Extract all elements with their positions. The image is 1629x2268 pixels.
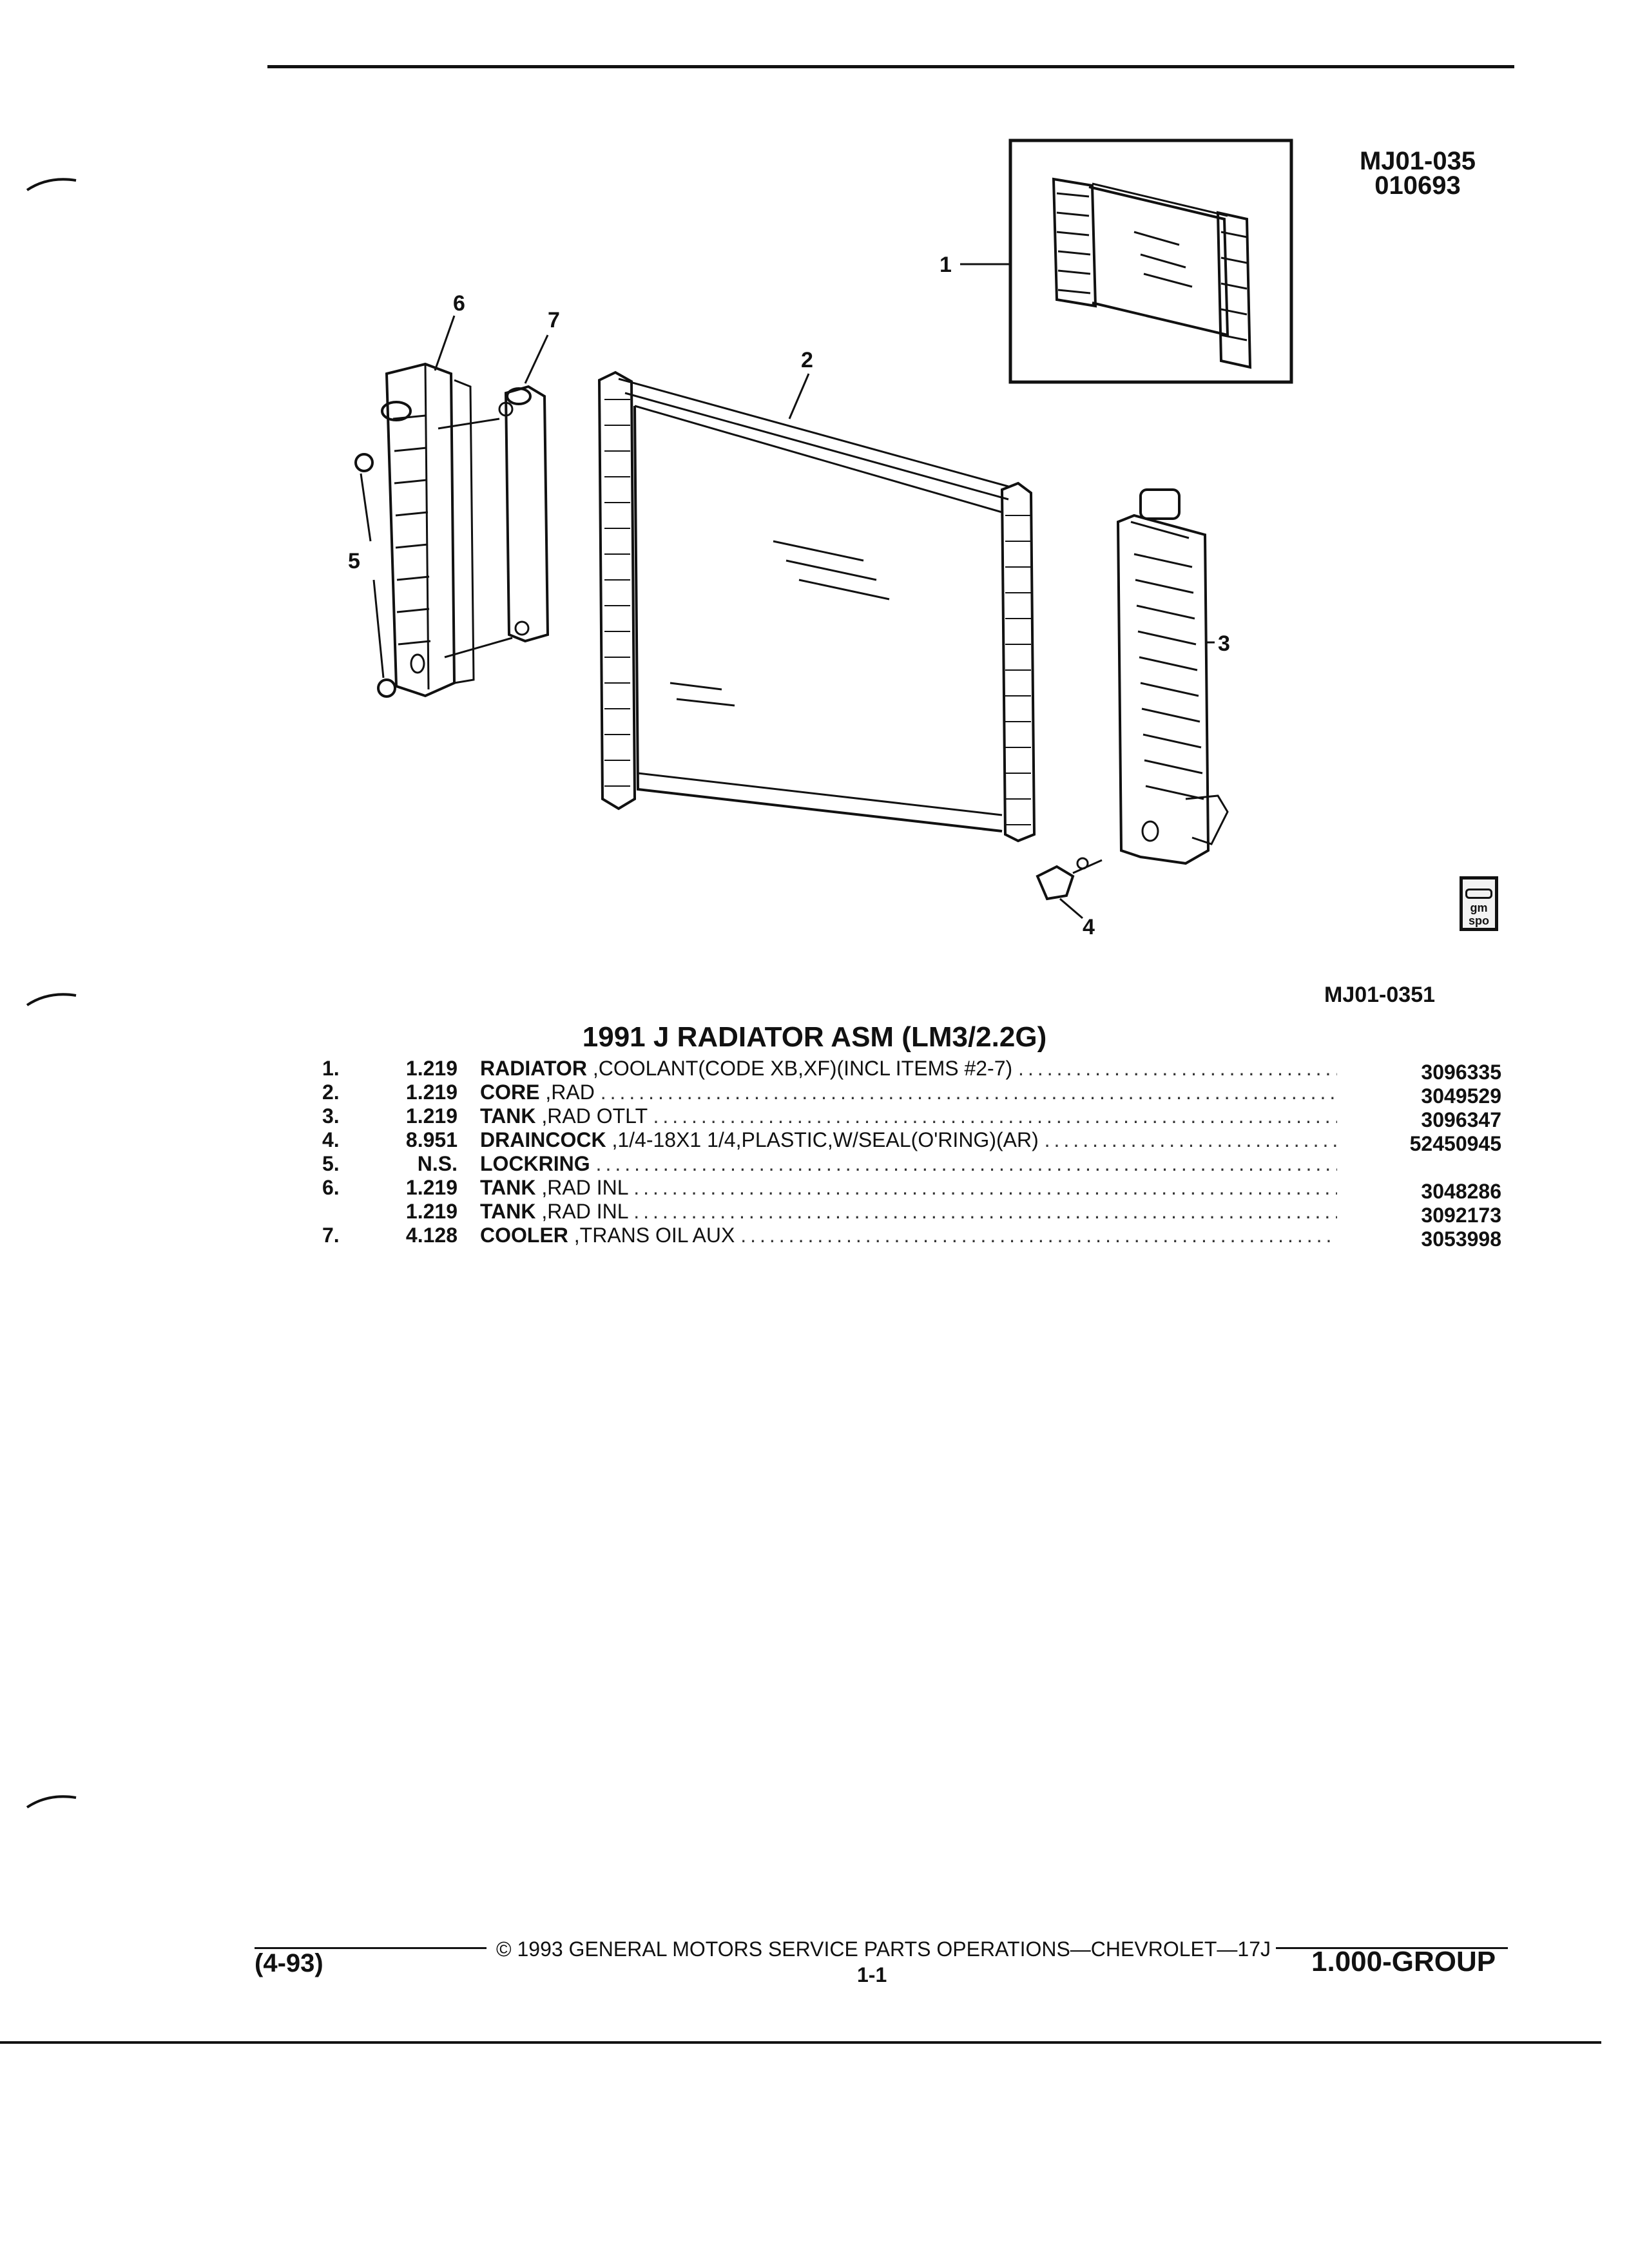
callout-4: 4 <box>1083 915 1095 939</box>
callout-leader-7 <box>524 334 549 384</box>
parts-list: 1. 1.219 RADIATOR ,COOLANT(CODE XB,XF)(I… <box>322 1057 1501 1251</box>
callout-2: 2 <box>801 348 813 372</box>
callout-leader-6 <box>434 315 456 371</box>
inlet-tank <box>385 362 456 698</box>
draincock <box>1036 865 1075 901</box>
ref-code: MJ01-035 <box>1359 147 1476 175</box>
lockring-bottom <box>377 678 396 698</box>
table-row: 5. N.S. LOCKRING .......................… <box>322 1152 1337 1175</box>
margin-mark <box>26 993 77 1006</box>
footer-page-number: 1-1 <box>857 1963 887 1986</box>
margin-mark <box>26 178 77 191</box>
table-row: 3. 1.219 TANK ,RAD OTLT ................… <box>322 1104 1501 1131</box>
callout-3: 3 <box>1218 631 1230 656</box>
table-row: 4. 8.951 DRAINCOCK ,1/4-18X1 1/4,PLASTIC… <box>322 1128 1501 1155</box>
footer-rule-right <box>1276 1947 1508 1949</box>
table-row: 6. 1.219 TANK ,RAD INL .................… <box>322 1176 1501 1203</box>
oil-cooler <box>504 385 550 643</box>
figure-id: MJ01-0351 <box>1324 983 1436 1007</box>
radiator-core <box>597 370 637 811</box>
footer-copyright: © 1993 GENERAL MOTORS SERVICE PARTS OPER… <box>496 1937 1271 1961</box>
table-row: 2. 1.219 CORE ,RAD .....................… <box>322 1081 1501 1108</box>
footer-rule-left <box>255 1947 487 1949</box>
table-row: 7. 4.128 COOLER ,TRANS OIL AUX .........… <box>322 1224 1501 1251</box>
callout-5: 5 <box>348 549 360 573</box>
table-row: 1.219 TANK ,RAD INL ....................… <box>405 1200 1501 1227</box>
outlet-tank <box>1116 514 1210 865</box>
top-rule <box>267 65 1514 68</box>
callout-1: 1 <box>940 253 952 277</box>
callout-6: 6 <box>453 291 465 316</box>
footer-group: 1.000-GROUP <box>1311 1946 1496 1977</box>
inset-box <box>1008 139 1293 384</box>
gm-spo-logo: gm spo <box>1460 876 1498 931</box>
callout-leader-4 <box>1059 898 1083 919</box>
callout-leader-2 <box>788 373 810 419</box>
callout-7: 7 <box>548 308 560 332</box>
callout-leader-5 <box>360 473 385 678</box>
lockring-top <box>354 453 374 472</box>
margin-mark <box>26 1795 77 1809</box>
radiator-exploded-diagram <box>354 139 1293 919</box>
table-row: 1. 1.219 RADIATOR ,COOLANT(CODE XB,XF)(I… <box>322 1057 1501 1084</box>
ref-date: 010693 <box>1374 171 1461 200</box>
section-title: 1991 J RADIATOR ASM (LM3/2.2G) <box>582 1021 1047 1053</box>
footer-date-code: (4-93) <box>255 1949 323 1977</box>
inset-radiator <box>1052 177 1097 308</box>
bottom-rule <box>0 2041 1601 2044</box>
